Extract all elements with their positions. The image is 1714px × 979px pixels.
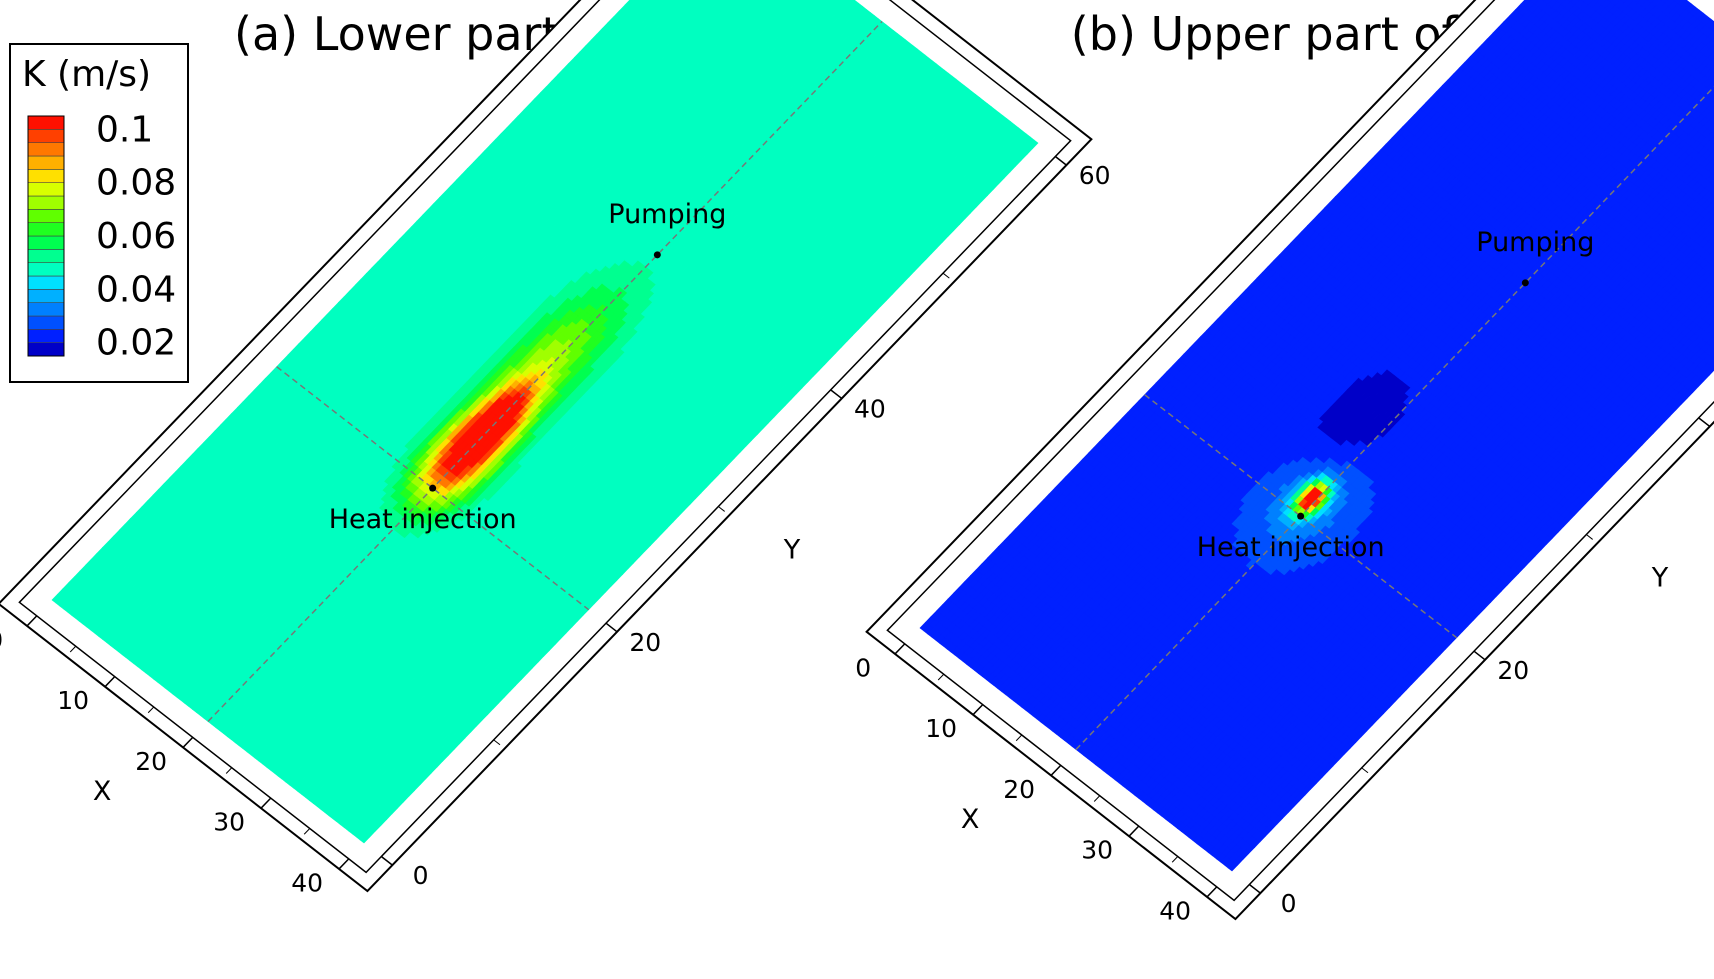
figure: (a) Lower part of the aquifer PumpingHea… (0, 0, 1714, 979)
